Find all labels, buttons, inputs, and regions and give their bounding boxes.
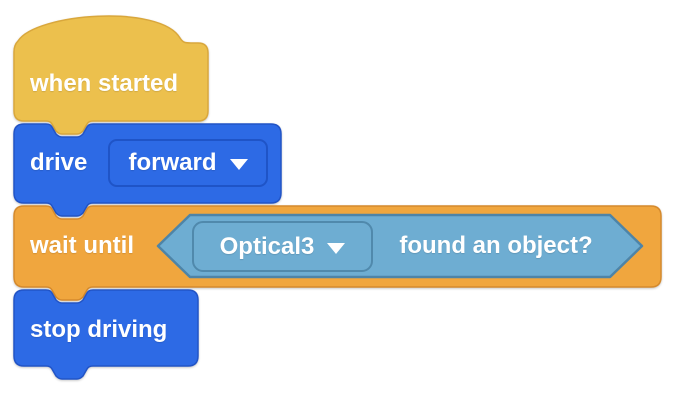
sensor-dropdown-value: Optical3	[219, 232, 315, 260]
stop-driving-block[interactable]	[13, 289, 199, 380]
direction-dropdown-value: forward	[128, 149, 217, 176]
optical-condition-hexagon[interactable]	[156, 213, 644, 279]
sensor-dropdown[interactable]: Optical3	[192, 221, 373, 272]
drive-block[interactable]	[13, 123, 282, 217]
dropdown-arrow-icon	[229, 159, 248, 170]
when-started-block[interactable]	[13, 15, 209, 135]
dropdown-arrow-icon	[327, 242, 346, 254]
direction-dropdown[interactable]: forward	[108, 139, 268, 187]
